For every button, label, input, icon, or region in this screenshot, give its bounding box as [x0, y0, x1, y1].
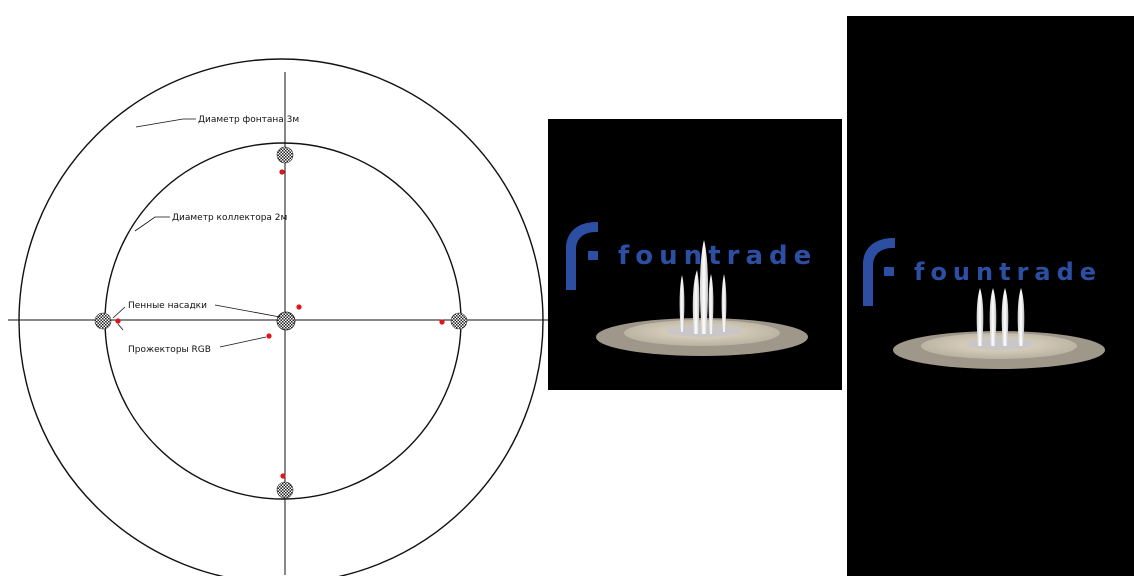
render-1-water-jets	[679, 240, 727, 334]
fountain-render-1: fountrade	[548, 119, 842, 390]
leader-line-nozzles-right	[214, 304, 281, 318]
label-fountain-diameter: Диаметр фонтана 3м	[198, 115, 299, 125]
leader-line-nozzles-left	[112, 306, 126, 319]
foam-nozzle-icon	[276, 146, 294, 164]
label-rgb-projectors: Прожекторы RGB	[128, 345, 211, 355]
foam-nozzle-icon	[94, 312, 112, 330]
foam-nozzle-icon	[276, 481, 294, 499]
rgb-projector-icon	[280, 473, 286, 479]
render-2-pool-center	[966, 338, 1034, 350]
label-foam-nozzles: Пенные насадки	[128, 301, 207, 311]
render-1-brand-text: fountrade	[618, 241, 817, 271]
leader-line-fountain	[135, 118, 196, 128]
foam-nozzle-icon	[450, 312, 468, 330]
leader-line-projectors-right	[219, 336, 267, 348]
render-2-water-jets	[976, 288, 1025, 346]
fountain-render-2: fountrade	[847, 16, 1134, 576]
leader-line-collector	[134, 216, 170, 232]
render-2-background	[847, 16, 1134, 576]
rgb-projector-icon	[296, 304, 302, 310]
label-collector-diameter: Диаметр коллектора 2м	[172, 213, 287, 223]
fountain-outline-circle	[18, 58, 544, 576]
rgb-projector-icon	[439, 319, 445, 325]
fountrade-logo-icon	[863, 238, 895, 306]
rgb-projector-icon	[279, 169, 285, 175]
rgb-projector-icon	[266, 333, 272, 339]
rgb-projector-icon	[115, 318, 121, 324]
fountain-plan-drawing: Диаметр фонтана 3м Диаметр коллектора 2м…	[8, 58, 548, 576]
foam-nozzle-icon	[276, 311, 296, 331]
render-2-brand-text: fountrade	[914, 258, 1102, 286]
fountrade-logo-icon	[566, 222, 598, 290]
leader-line-projectors-left	[117, 323, 124, 331]
